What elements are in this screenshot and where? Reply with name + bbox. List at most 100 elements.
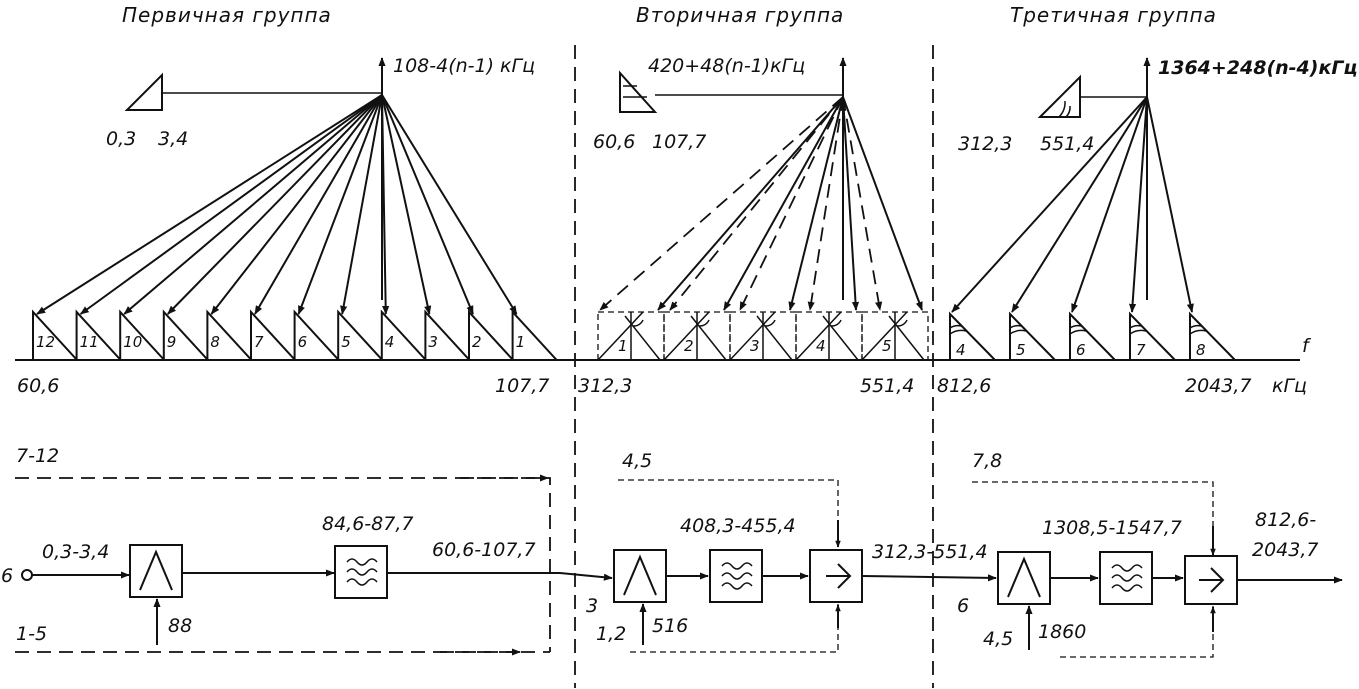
tertiary-filter-symbol — [1111, 564, 1143, 592]
tertiary-group-label: 6 — [1076, 341, 1086, 359]
primary-upper-dashed-route — [15, 477, 551, 652]
primary-channel-label: 10 — [123, 333, 142, 351]
tick-60-6: 60,6 — [17, 375, 59, 397]
tertiary-modulator-symbol — [1007, 556, 1041, 598]
primary-fan-arrow — [381, 94, 518, 315]
primary-channel-label: 4 — [385, 333, 395, 351]
primary-source-triangle — [124, 72, 163, 111]
tick-2043-7: 2043,7 — [1185, 375, 1251, 397]
secondary-group-label: 4 — [816, 337, 826, 355]
tertiary-group-label: 8 — [1196, 341, 1206, 359]
tertiary-group-triangle — [1129, 311, 1178, 361]
tertiary-combiner-symbol — [1199, 567, 1225, 593]
secondary-modulator-symbol — [623, 554, 657, 596]
secondary-bandpass-filter — [709, 549, 763, 603]
tick-551-4: 551,4 — [860, 375, 914, 397]
primary-upper-channels: 7-12 — [16, 445, 59, 467]
tertiary-fan-arrow — [1146, 96, 1194, 313]
secondary-group-arc — [632, 319, 644, 327]
primary-channel-triangle — [293, 309, 341, 361]
secondary-band-high: 107,7 — [652, 131, 706, 153]
primary-channel-triangle — [468, 309, 516, 361]
header-primary: Первичная группа — [122, 3, 332, 27]
secondary-group-diagonal — [690, 315, 727, 361]
secondary-group-arc — [896, 319, 908, 327]
secondary-group-label: 3 — [750, 337, 760, 355]
secondary-fan-arrow — [842, 96, 923, 311]
secondary-group-diagonal — [597, 311, 644, 361]
secondary-source-triangle — [619, 70, 658, 113]
primary-fan-arrow — [381, 94, 474, 315]
secondary-group-spectra: 1 2 3 4 5 — [597, 311, 929, 361]
secondary-fan-arrow — [657, 96, 844, 311]
primary-carrier-value: 88 — [168, 615, 192, 637]
primary-channel-label: 3 — [428, 333, 438, 351]
primary-fan-arrow — [381, 94, 390, 315]
tertiary-upper-groups: 7,8 — [972, 450, 1002, 472]
tertiary-group-arc — [1009, 324, 1022, 329]
primary-channel-triangle — [337, 309, 385, 361]
tertiary-band-high: 551,4 — [1040, 133, 1094, 155]
tertiary-upper-dashed-route — [972, 481, 1214, 554]
primary-channel-label: 5 — [341, 333, 351, 351]
tertiary-group-arc — [1189, 324, 1202, 329]
primary-fan-arrow — [167, 94, 383, 315]
secondary-fan-arrow-dashed — [807, 96, 844, 311]
secondary-group-diagonal — [795, 311, 842, 361]
tertiary-source-triangle — [1037, 74, 1081, 118]
tertiary-group-triangle — [1189, 311, 1238, 361]
secondary-group-diagonal — [822, 315, 859, 361]
primary-channel-triangle — [424, 309, 472, 361]
secondary-filter-symbol — [721, 562, 753, 590]
secondary-fan-arrow — [723, 96, 844, 311]
secondary-carrier-value: 516 — [652, 615, 688, 637]
tertiary-input-count: 6 — [957, 595, 969, 617]
tertiary-bandpass-filter — [1099, 551, 1153, 605]
tertiary-fan-arrow — [951, 96, 1148, 313]
secondary-group-fan — [599, 96, 923, 311]
secondary-lower-groups: 1,2 — [596, 623, 626, 645]
secondary-fan-arrow — [842, 96, 860, 311]
tertiary-fan-arrow — [1011, 96, 1148, 313]
secondary-group-diagonal — [756, 315, 793, 361]
primary-bandpass-filter — [334, 545, 388, 599]
primary-fan-arrow — [254, 94, 383, 315]
primary-channel-label: 2 — [472, 333, 482, 351]
primary-band-high: 3,4 — [158, 128, 188, 150]
primary-output-band: 60,6-107,7 — [432, 539, 536, 561]
secondary-fan-arrow-dashed — [842, 96, 883, 311]
tertiary-group-arc — [949, 324, 962, 329]
tertiary-group-arc — [1189, 329, 1207, 335]
primary-channel-triangle — [32, 309, 80, 361]
frequency-unit: кГц — [1272, 375, 1307, 397]
tertiary-lower-groups: 4,5 — [983, 628, 1013, 650]
tertiary-output-band: 812,6- — [1255, 509, 1316, 531]
secondary-group-label: 1 — [618, 337, 628, 355]
tertiary-group-fan — [951, 96, 1194, 313]
secondary-group-label: 2 — [684, 337, 694, 355]
secondary-group-label: 5 — [882, 337, 892, 355]
primary-source-spectrum — [124, 72, 382, 111]
primary-channel-triangle — [511, 309, 559, 361]
frequency-axis-label: f — [1302, 335, 1312, 357]
secondary-combiner-symbol — [826, 563, 852, 589]
secondary-band-low: 60,6 — [593, 131, 635, 153]
tertiary-group-arc — [1069, 324, 1082, 329]
tertiary-group-triangle — [1069, 311, 1118, 361]
header-tertiary: Третичная группа — [1010, 3, 1217, 27]
tertiary-group-triangle — [1009, 311, 1058, 361]
primary-carrier-formula: 108-4(n-1) кГц — [393, 55, 535, 77]
secondary-input-count: 3 — [586, 595, 598, 617]
secondary-group-diagonal — [729, 311, 776, 361]
secondary-fan-arrow-dashed — [599, 96, 844, 311]
tertiary-filter-band: 1308,5-1547,7 — [1042, 517, 1182, 539]
primary-fan-arrow — [79, 94, 383, 315]
primary-channel-label: 1 — [516, 333, 526, 351]
secondary-source-spectrum — [619, 70, 843, 113]
primary-fan-arrow — [340, 94, 383, 315]
primary-fan-arrow — [210, 94, 383, 315]
tick-312-3: 312,3 — [578, 375, 632, 397]
primary-channel-label: 11 — [80, 333, 99, 351]
